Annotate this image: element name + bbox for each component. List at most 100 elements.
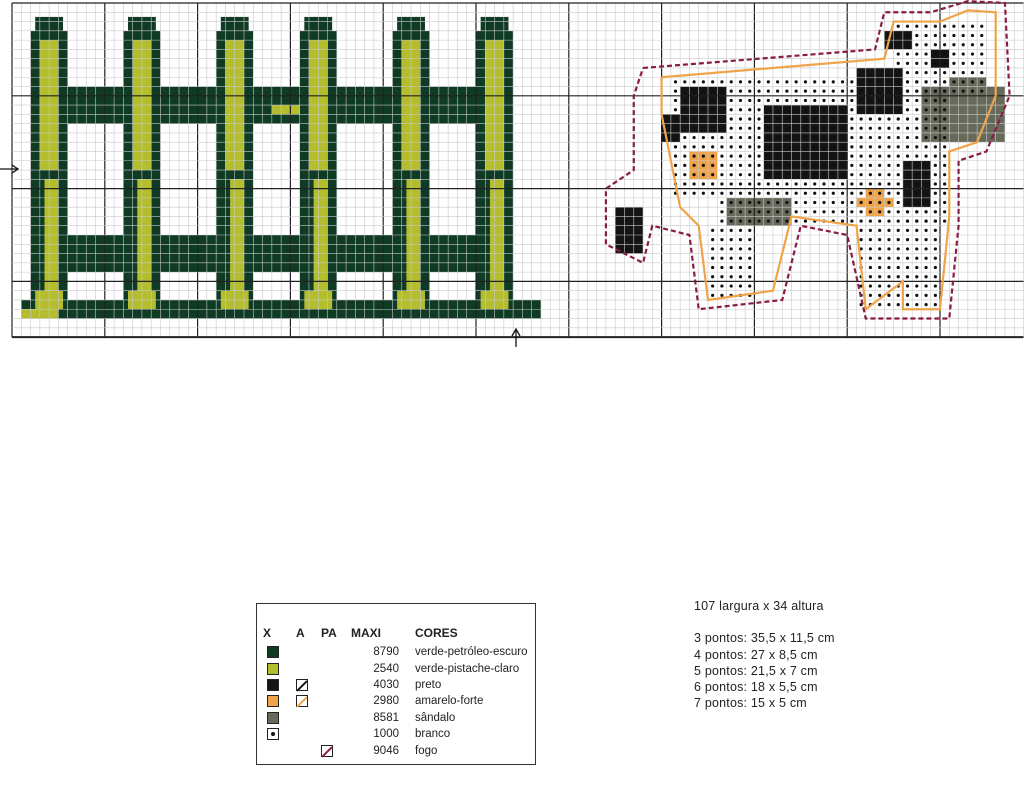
- white-stitch-dot: [868, 117, 873, 121]
- legend-maxi-code: 2540: [373, 662, 399, 675]
- white-stitch-dot: [878, 284, 882, 288]
- white-stitch-dot: [924, 219, 928, 223]
- white-stitch-dot: [822, 98, 826, 103]
- white-stitch-dot: [785, 200, 789, 205]
- white-stitch-dot: [915, 182, 919, 186]
- white-stitch-dot: [766, 80, 770, 84]
- white-stitch-dot: [785, 98, 789, 103]
- white-stitch-dot: [785, 210, 789, 214]
- white-stitch-dot: [813, 80, 817, 84]
- white-stitch-dot: [850, 145, 854, 149]
- white-stitch-dot: [729, 247, 733, 251]
- white-stitch-dot: [692, 126, 696, 130]
- white-stitch-dot: [840, 145, 845, 149]
- white-stitch-dot: [701, 145, 705, 149]
- white-stitch-dot: [803, 98, 808, 103]
- white-stitch-dot: [776, 126, 780, 130]
- white-stitch-dot: [794, 145, 798, 149]
- white-stitch-dot: [803, 210, 808, 214]
- white-stitch-dot: [776, 200, 780, 205]
- white-stitch-dot: [673, 108, 678, 112]
- size-line: 3 pontos: 35,5 x 11,5 cm: [694, 631, 835, 646]
- white-stitch-dot: [859, 219, 863, 223]
- legend-header-maxi: MAXI: [351, 626, 381, 640]
- white-stitch-dot: [943, 154, 947, 158]
- white-stitch-dot: [905, 284, 910, 288]
- white-stitch-dot: [896, 108, 900, 112]
- white-stitch-dot: [840, 98, 845, 103]
- white-stitch-dot: [757, 145, 761, 149]
- white-stitch-dot: [868, 126, 873, 130]
- white-stitch-dot: [868, 200, 873, 205]
- white-stitch-dot: [850, 80, 854, 84]
- legend-header-pa: PA: [321, 626, 337, 640]
- white-stitch-dot: [840, 154, 845, 158]
- white-stitch-dot: [757, 210, 761, 214]
- white-stitch-dot: [887, 219, 891, 223]
- white-stitch-dot: [720, 154, 724, 158]
- color-swatch: [267, 662, 279, 675]
- white-stitch-dot: [803, 154, 808, 158]
- legend-color-name: branco: [415, 728, 451, 741]
- white-stitch-dot: [729, 256, 733, 260]
- white-stitch-dot: [868, 191, 873, 195]
- size-line: 6 pontos: 18 x 5,5 cm: [694, 680, 818, 695]
- legend-header-cores: CORES: [415, 626, 458, 640]
- white-stitch-dot: [748, 117, 752, 121]
- white-stitch-dot: [915, 24, 919, 28]
- white-stitch-dot: [878, 163, 882, 167]
- white-stitch-dot: [757, 117, 761, 121]
- white-stitch-dot: [757, 182, 761, 186]
- white-stitch-dot: [915, 126, 919, 130]
- white-stitch-dot: [878, 293, 882, 297]
- white-stitch-dot: [952, 80, 956, 84]
- white-stitch-dot: [711, 135, 715, 140]
- white-stitch-dot: [859, 108, 863, 112]
- white-stitch-dot: [924, 154, 928, 158]
- white-stitch-dot: [748, 256, 752, 260]
- white-stitch-dot: [720, 98, 724, 103]
- white-stitch-dot: [711, 145, 715, 149]
- white-stitch-dot: [729, 89, 733, 93]
- white-stitch-dot: [776, 154, 780, 158]
- white-stitch-dot: [933, 210, 937, 214]
- white-stitch-dot: [701, 98, 705, 103]
- white-stitch-dot: [683, 135, 687, 140]
- white-stitch-dot: [738, 117, 743, 121]
- white-stitch-dot: [933, 173, 937, 177]
- white-stitch-dot: [729, 238, 733, 242]
- white-stitch-dot: [757, 135, 761, 140]
- white-stitch-dot: [748, 238, 752, 242]
- white-stitch-dot: [905, 182, 910, 186]
- white-stitch-dot: [915, 117, 919, 121]
- white-stitch-dot: [729, 275, 733, 279]
- white-stitch-dot: [673, 163, 678, 167]
- white-stitch-dot: [729, 163, 733, 167]
- white-stitch-dot: [692, 145, 696, 149]
- white-stitch-dot: [813, 89, 817, 93]
- white-stitch-dot: [915, 265, 919, 270]
- white-stitch-dot: [701, 163, 705, 167]
- white-stitch-dot: [711, 247, 715, 251]
- white-stitch-dot: [738, 210, 743, 214]
- white-stitch-dot: [896, 154, 900, 158]
- white-stitch-dot: [970, 61, 975, 65]
- white-stitch-dot: [711, 228, 715, 232]
- white-stitch-dot: [924, 293, 928, 297]
- white-stitch-dot: [794, 182, 798, 186]
- white-stitch-dot: [766, 126, 770, 130]
- white-stitch-dot: [887, 247, 891, 251]
- white-stitch-dot: [831, 154, 835, 158]
- white-stitch-dot: [803, 126, 808, 130]
- white-stitch-dot: [840, 108, 845, 112]
- white-stitch-dot: [711, 238, 715, 242]
- white-stitch-dot: [878, 191, 882, 195]
- white-stitch-dot: [868, 163, 873, 167]
- white-stitch-dot: [766, 98, 770, 103]
- white-stitch-dot: [905, 89, 910, 93]
- white-stitch-dot: [924, 145, 928, 149]
- white-stitch-dot: [757, 191, 761, 195]
- white-stitch-dot: [683, 173, 687, 177]
- white-stitch-dot: [831, 135, 835, 140]
